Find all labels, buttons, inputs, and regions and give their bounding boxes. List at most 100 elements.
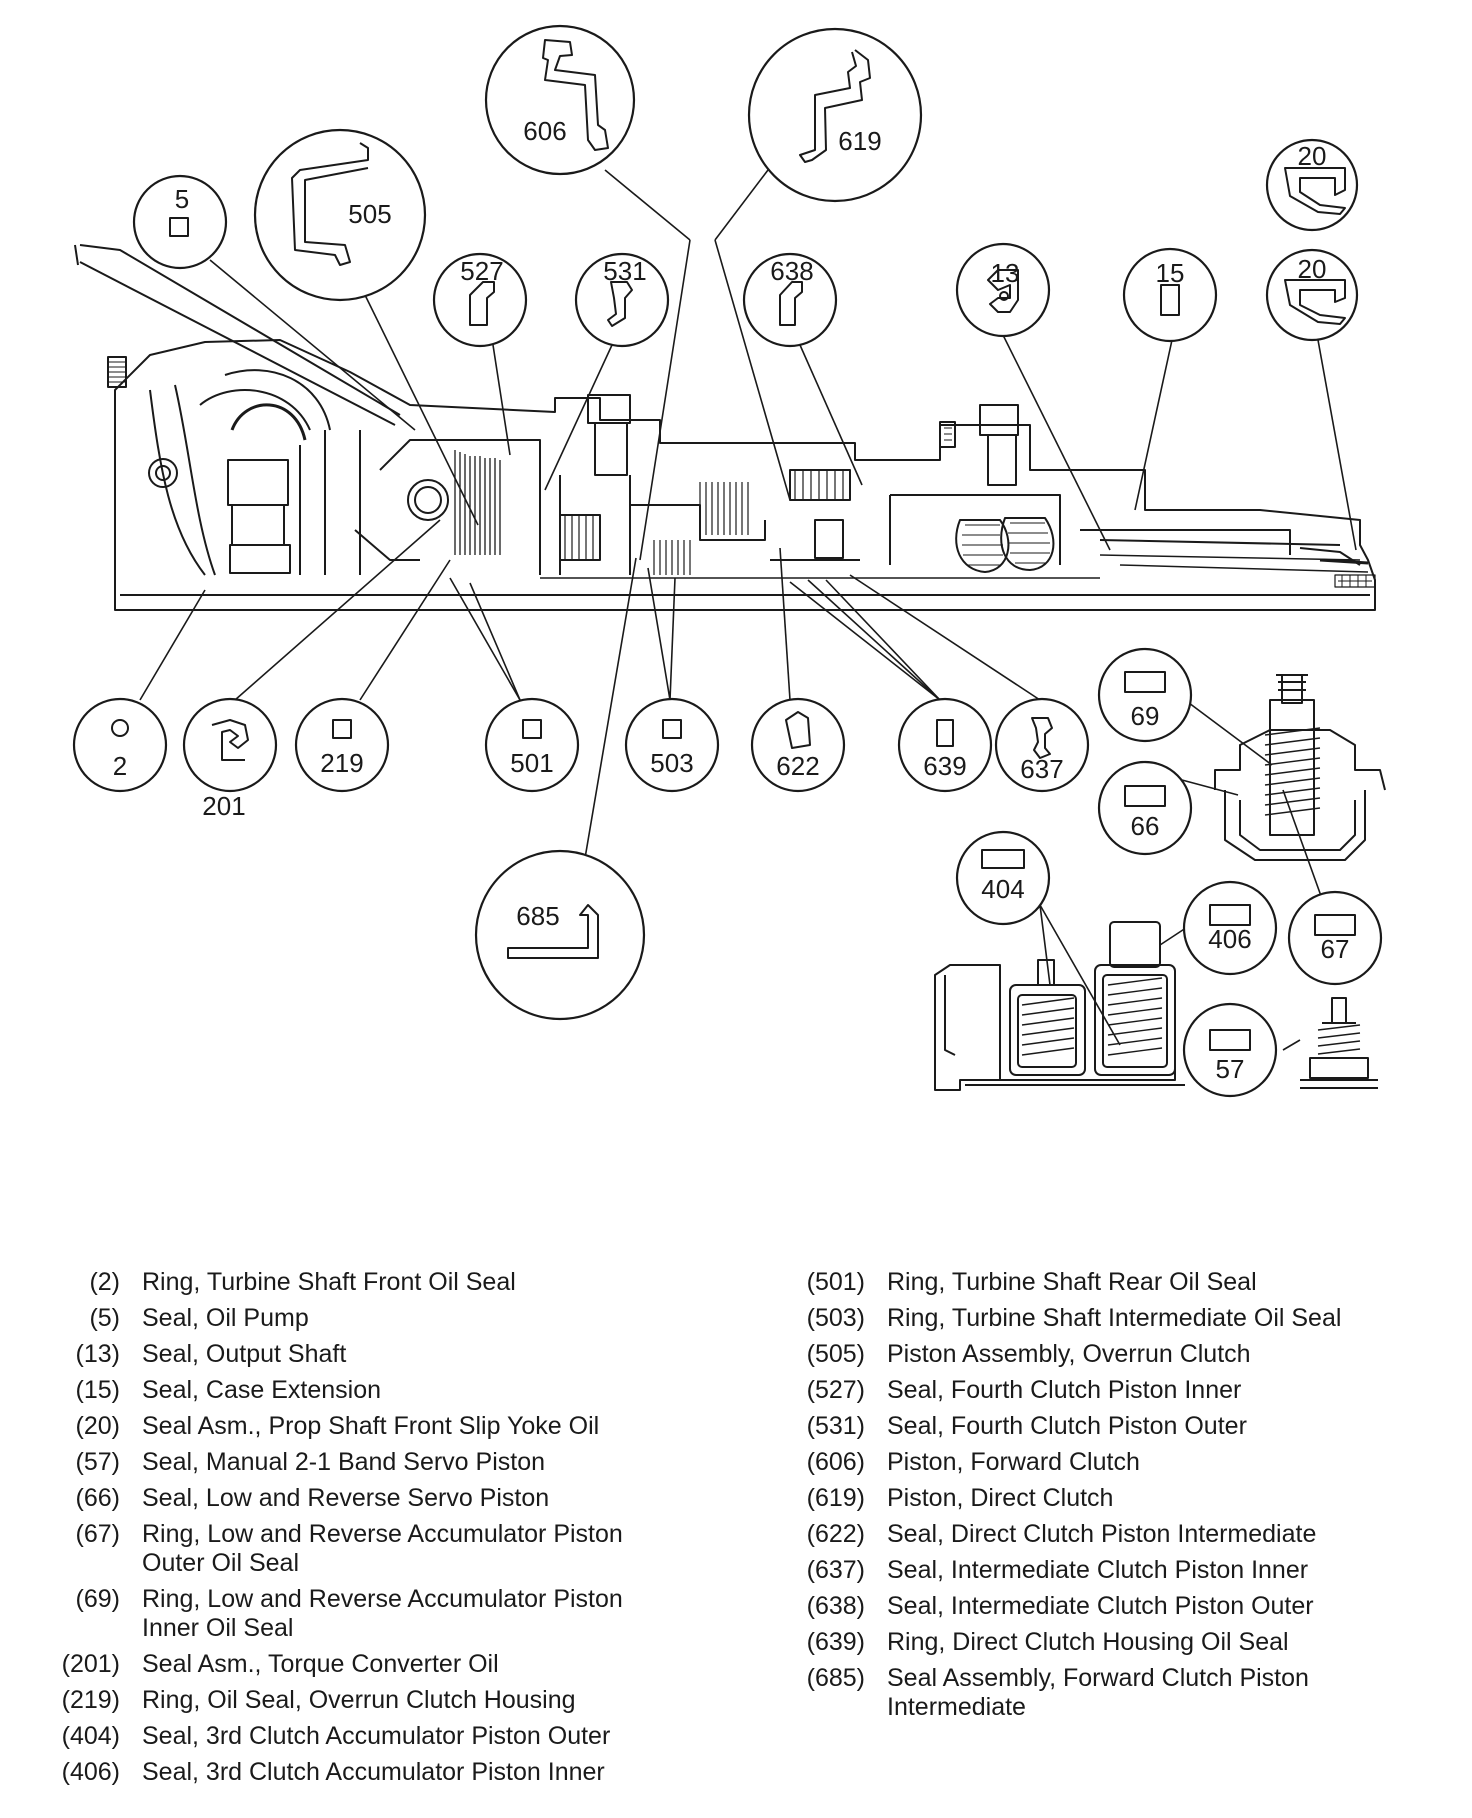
callout-label-527: 527: [460, 256, 503, 286]
callout-685: [474, 849, 646, 1021]
callout-505: [253, 128, 427, 302]
manual-2-1-band-servo: [1300, 997, 1378, 1089]
legend-description: Piston, Direct Clutch: [887, 1484, 1114, 1512]
legend-number: (531): [806, 1412, 865, 1440]
callout-503: [624, 697, 720, 793]
legend-number: (57): [75, 1448, 120, 1476]
lip-seal-icon-622: [785, 711, 811, 749]
callout-622: [750, 697, 846, 793]
lip-seal-icon-527: [469, 281, 495, 326]
callout-label-20-bottom: 20: [1298, 254, 1327, 284]
ring-seal-icon: [111, 719, 129, 737]
callout-69: [1097, 647, 1193, 743]
legend-description: Seal, Manual 2-1 Band Servo Piston: [142, 1448, 546, 1476]
lip-seal-icon-637: [1031, 717, 1053, 759]
callout-637: [994, 697, 1090, 793]
legend-item: (15)Seal, Case Extension: [40, 1376, 740, 1405]
rect-seal-icon-67: [1314, 914, 1356, 936]
callout-219: [294, 697, 390, 793]
legend-number: (5): [89, 1304, 120, 1332]
legend-description: Seal, Case Extension: [142, 1376, 382, 1404]
legend-description: Seal, Intermediate Clutch Piston Outer: [887, 1592, 1314, 1620]
callout-label-638: 638: [770, 256, 813, 286]
legend-item: (531) Seal, Fourth Clutch Piston Outer: [785, 1412, 1445, 1441]
legend-item: (638) Seal, Intermediate Clutch Piston Ou…: [785, 1592, 1445, 1621]
callout-531: [574, 252, 670, 348]
legend-number: (501): [806, 1268, 865, 1296]
legend-description: Ring, Low and Reverse Accumulator Piston…: [142, 1520, 623, 1578]
case-ext-seal-icon: [1160, 284, 1180, 316]
legend-description: Piston Assembly, Overrun Clutch: [887, 1340, 1251, 1368]
low-reverse-accumulator: [1214, 674, 1386, 861]
legend-description: Seal Asm., Torque Converter Oil: [142, 1650, 499, 1678]
yoke-seal-icon-top: [1284, 167, 1346, 215]
callout-icons: [111, 39, 1356, 1051]
legend-number: (201): [61, 1650, 120, 1678]
square-seal-icon-501: [522, 719, 542, 739]
legend-number: (66): [75, 1484, 120, 1512]
legend-number: (505): [806, 1340, 865, 1368]
callout-label-685: 685: [516, 901, 559, 931]
legend-number: (622): [806, 1520, 865, 1548]
callout-label-20-top: 20: [1298, 141, 1327, 171]
legend-number: (69): [75, 1585, 120, 1613]
legend-description: Ring, Oil Seal, Overrun Clutch Housing: [142, 1686, 576, 1714]
legend-number: (637): [806, 1556, 865, 1584]
callout-404: [955, 830, 1051, 926]
legend-description: Seal, Fourth Clutch Piston Outer: [887, 1412, 1247, 1440]
legend-number: (13): [75, 1340, 120, 1368]
legend-item: (639)Ring, Direct Clutch Housing Oil Sea…: [785, 1628, 1445, 1657]
legend-description-line: Seal Assembly, Forward Clutch Piston: [887, 1664, 1309, 1692]
callout-label-501: 501: [510, 748, 553, 778]
legend-item: (503) Ring, Turbine Shaft Intermediate Oi…: [785, 1304, 1445, 1333]
callout-label-69: 69: [1131, 701, 1160, 731]
legend-item: (501)Ring, Turbine Shaft Rear Oil Seal: [785, 1268, 1445, 1297]
legend-description-line: Ring, Low and Reverse Accumulator Piston: [142, 1520, 623, 1548]
rect-seal-icon-404: [981, 849, 1025, 869]
callout-label-15: 15: [1156, 258, 1185, 288]
legend-number: (219): [61, 1686, 120, 1714]
legend-item: (606)Piston, Forward Clutch: [785, 1448, 1445, 1477]
callout-label-531: 531: [603, 256, 646, 286]
legend-item: (2)Ring, Turbine Shaft Front Oil Seal: [40, 1268, 740, 1297]
callout-66: [1097, 760, 1193, 856]
legend-description: Ring, Turbine Shaft Intermediate Oil Sea…: [887, 1304, 1342, 1332]
legend-item: (622)Seal, Direct Clutch Piston Intermed…: [785, 1520, 1445, 1549]
legend-column-right: (501)Ring, Turbine Shaft Rear Oil Seal (…: [785, 1268, 1445, 1729]
forward-piston-seal-icon: [507, 904, 599, 959]
legend-description: Seal Asm., Prop Shaft Front Slip Yoke Oi…: [142, 1412, 600, 1440]
transmission-cross-section: [74, 244, 1376, 611]
legend-description: Seal, Oil Pump: [142, 1304, 309, 1332]
legend-item: (685) Seal Assembly, Forward Clutch Pisto…: [785, 1664, 1445, 1722]
callout-638: [742, 252, 838, 348]
legend-number: (67): [75, 1520, 120, 1548]
legend-description: Piston, Forward Clutch: [887, 1448, 1140, 1476]
legend-number: (685): [806, 1664, 865, 1692]
square-seal-icon-503: [662, 719, 682, 739]
direct-piston-icon: [799, 49, 871, 163]
legend-item: (5) Seal, Oil Pump: [40, 1304, 740, 1333]
legend-description: Ring, Low and Reverse Accumulator Piston…: [142, 1585, 623, 1643]
legend-number: (503): [806, 1304, 865, 1332]
legend-item: (404)Seal, 3rd Clutch Accumulator Piston…: [40, 1722, 740, 1751]
callout-label-13: 13: [991, 258, 1020, 288]
overrun-piston-icon: [291, 142, 369, 266]
legend-item: (69) Ring, Low and Reverse Accumulator Pi…: [40, 1585, 740, 1643]
legend-item: (13)Seal, Output Shaft: [40, 1340, 740, 1369]
legend-number: (639): [806, 1628, 865, 1656]
callout-label-66: 66: [1131, 811, 1160, 841]
legend-number: (527): [806, 1376, 865, 1404]
callout-label-406: 406: [1208, 924, 1251, 954]
callout-406: [1182, 880, 1278, 976]
legend-item: (66) Seal, Low and Reverse Servo Piston: [40, 1484, 740, 1513]
legend-description: Seal, Low and Reverse Servo Piston: [142, 1484, 550, 1512]
parts-legend: (2)Ring, Turbine Shaft Front Oil Seal (5…: [40, 1268, 1440, 1808]
legend-number: (619): [806, 1484, 865, 1512]
legend-column-left: (2)Ring, Turbine Shaft Front Oil Seal (5…: [40, 1268, 740, 1794]
callout-67: [1287, 890, 1383, 986]
legend-description: Seal, 3rd Clutch Accumulator Piston Inne…: [142, 1758, 605, 1786]
callout-label-57: 57: [1216, 1054, 1245, 1084]
legend-number: (638): [806, 1592, 865, 1620]
